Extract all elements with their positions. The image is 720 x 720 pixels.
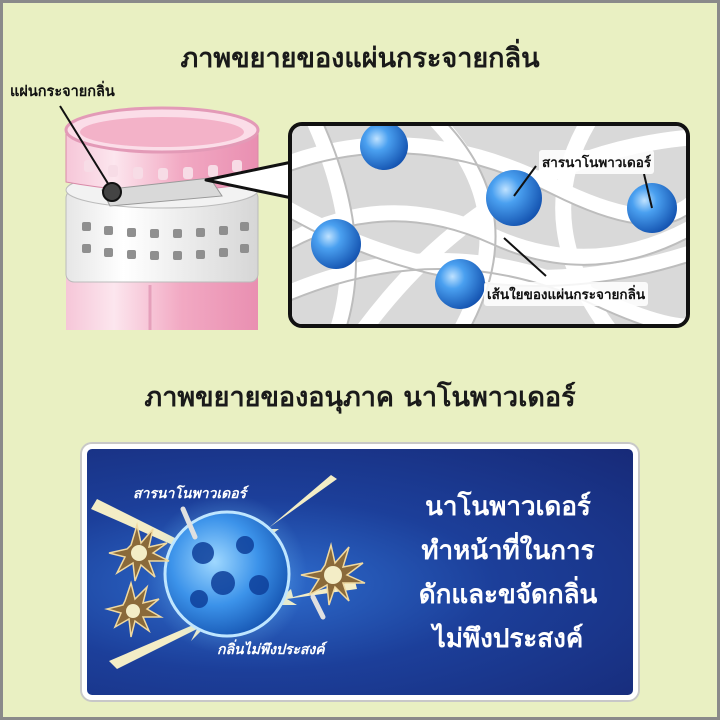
particle-description: นาโนพาวเดอร์ ทำหน้าที่ในการ ดักและขจัดกล… [383, 485, 633, 661]
fiber-label: เส้นใยของแผ่นกระจายกลิ่น [484, 282, 649, 306]
nano-ball [311, 219, 361, 269]
particle-illustration [91, 475, 366, 669]
nano-particle-label: สารนาโนพาวเดอร์ [133, 486, 247, 502]
nano-ball [435, 259, 485, 309]
description-line: ไม่พึงประสงค์ [432, 624, 584, 654]
top-heading: ภาพขยายของแผ่นกระจายกลิ่น [180, 43, 540, 74]
description-line: ทำหน้าที่ในการ [421, 536, 595, 566]
odor-label: กลิ่นไม่พึงประสงค์ [217, 642, 325, 658]
description-line: ดักและขจัดกลิ่น [418, 580, 598, 610]
device-label: แผ่นกระจายกลิ่น [10, 84, 115, 100]
description-line: นาโนพาวเดอร์ [425, 492, 591, 522]
nano-ball [486, 170, 542, 226]
bottom-heading: ภาพขยายของอนุภาค นาโนพาวเดอร์ [144, 382, 576, 413]
particle-panel: สารนาโนพาวเดอร์ กลิ่นไม่พึงประสงค์ นาโนพ… [82, 444, 638, 700]
nano-powder-label: สารนาโนพาวเดอร์ [539, 150, 655, 174]
fiber-zoom-panel: สารนาโนพาวเดอร์ เส้นใยของแผ่นกระจายกลิ่น [288, 122, 690, 328]
nano-ball [360, 126, 408, 170]
